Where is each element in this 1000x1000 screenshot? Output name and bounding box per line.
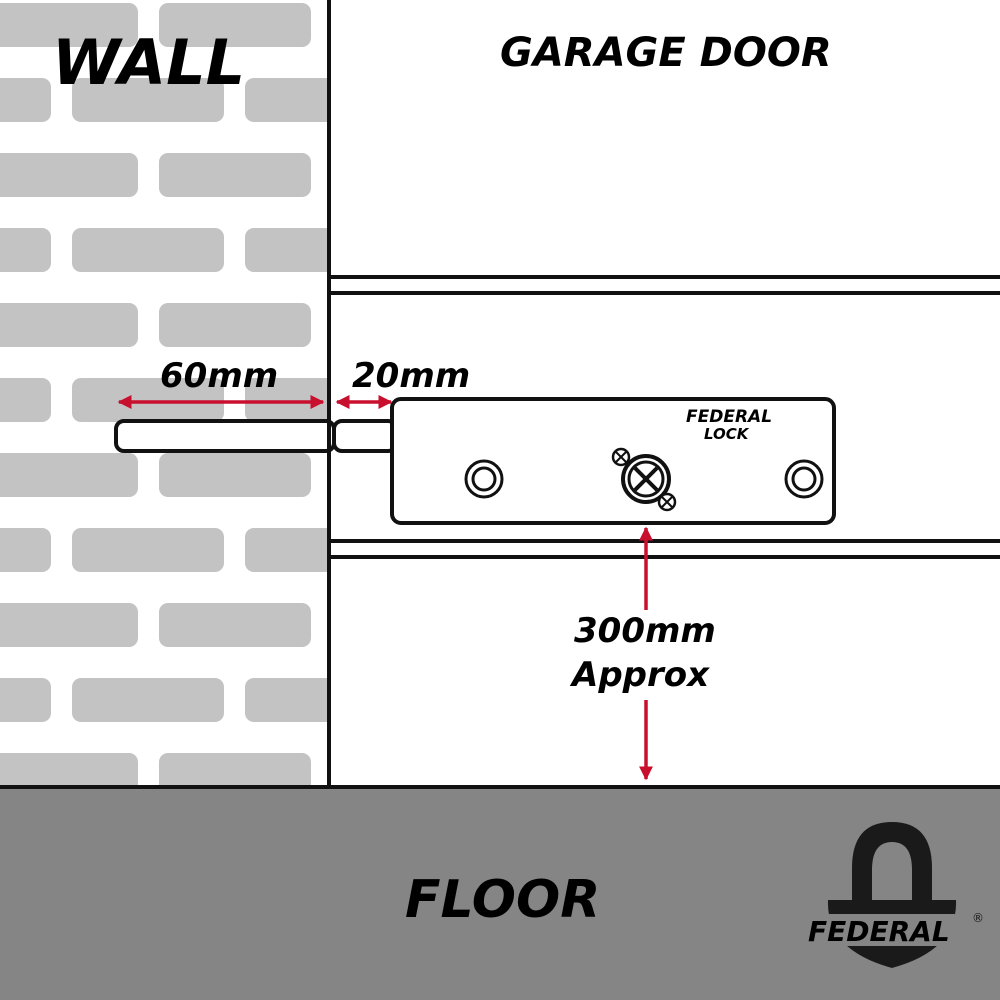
floor-label: FLOOR <box>405 870 600 930</box>
screw-top-left-icon <box>611 447 631 467</box>
dimension-label-20mm: 20mm <box>352 356 470 396</box>
dimension-label-approx: Approx <box>569 655 710 695</box>
brick <box>159 453 311 497</box>
registered-mark: ® <box>972 911 984 925</box>
bolt-extension <box>332 419 398 453</box>
logo-wordmark: FEDERAL <box>808 915 950 948</box>
brick <box>0 78 51 122</box>
brick <box>0 303 138 347</box>
mounting-hole-right-icon <box>784 459 824 499</box>
key-cylinder-icon <box>621 454 671 504</box>
garage-door-label: GARAGE DOOR <box>500 30 832 76</box>
dimension-label-60mm: 60mm <box>160 356 278 396</box>
brick <box>159 303 311 347</box>
screw-bottom-right-icon <box>657 492 677 512</box>
brick-wall <box>0 0 329 787</box>
floor <box>0 785 1000 1000</box>
brick <box>159 3 311 47</box>
brick <box>0 603 138 647</box>
bolt-in-wall <box>114 419 336 453</box>
lock-brand-line2: LOCK <box>704 425 750 443</box>
padlock-shackle-icon <box>852 822 932 905</box>
brick <box>0 678 51 722</box>
brick <box>245 678 329 722</box>
lock-bolt <box>114 415 398 457</box>
brick <box>0 528 51 572</box>
lock-brand-line1: FEDERAL <box>686 407 772 427</box>
brick <box>72 678 224 722</box>
garage-door <box>327 0 1000 787</box>
mounting-hole-left-icon <box>464 459 504 499</box>
brick <box>245 228 329 272</box>
brick <box>245 528 329 572</box>
dimension-300mm: 300mm Approx <box>569 526 716 781</box>
dimension-60mm: 60mm <box>117 356 325 409</box>
brick <box>245 78 329 122</box>
brick <box>72 78 224 122</box>
brick <box>0 228 51 272</box>
brick <box>72 228 224 272</box>
wall-label: WALL <box>52 26 245 99</box>
dimension-label-300mm: 300mm <box>574 611 716 651</box>
brick <box>0 453 138 497</box>
brick <box>0 378 51 422</box>
brick <box>0 153 138 197</box>
lock-body: FEDERAL LOCK <box>390 397 836 525</box>
brick <box>159 603 311 647</box>
dimension-20mm: 20mm <box>335 356 470 409</box>
brick <box>159 753 311 787</box>
brick <box>0 753 138 787</box>
brick <box>0 3 138 47</box>
federal-padlock-logo: FEDERAL ® <box>806 822 984 968</box>
brick <box>159 153 311 197</box>
brick <box>72 528 224 572</box>
